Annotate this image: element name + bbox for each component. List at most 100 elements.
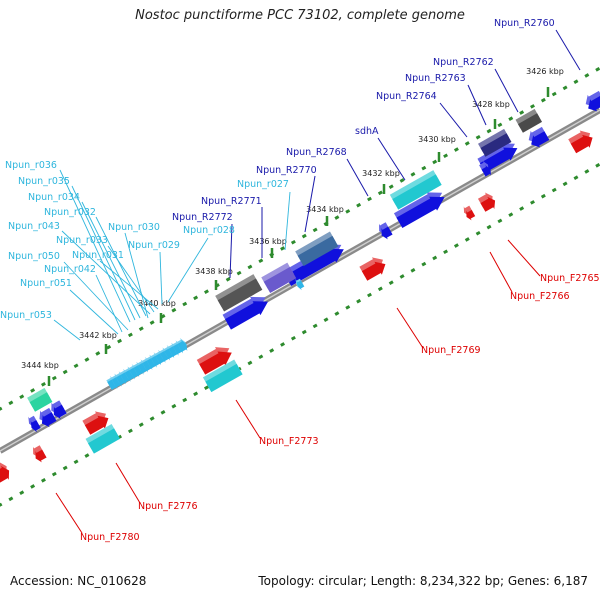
upper-tick-mark (421, 165, 427, 171)
lower-tick-mark (464, 237, 470, 242)
leader-line (467, 84, 487, 126)
lower-tick-mark (138, 422, 144, 427)
blue-cds-feature[interactable] (525, 125, 550, 150)
upper-tick-mark (247, 264, 253, 270)
upper-tick-mark (486, 128, 492, 134)
lower-tick-mark (290, 335, 296, 341)
red-cds-feature-top (463, 205, 473, 217)
rna-feature[interactable] (175, 337, 189, 354)
upper-tick-mark (584, 73, 590, 78)
blue-cds-feature[interactable] (48, 399, 68, 421)
lower-tick-mark (443, 249, 449, 255)
scale-label: 3428 kbp (472, 100, 510, 109)
red-cds-feature[interactable] (196, 341, 236, 376)
label-reverse: Npun_R2763 (405, 73, 466, 84)
leader-line (284, 191, 291, 251)
scale-label: 3444 kbp (21, 361, 59, 370)
upper-tick-mark (280, 246, 286, 251)
blue-cds-feature[interactable] (476, 137, 521, 174)
lower-tick-mark (193, 391, 199, 397)
lower-tick-mark (540, 193, 546, 199)
lower-tick-mark (204, 385, 209, 390)
lower-tick-mark (0, 502, 3, 507)
blue-cds-feature-body (479, 147, 518, 173)
red-cds-feature[interactable] (358, 253, 389, 282)
scale-label: 3440 kbp (138, 299, 176, 308)
gray-feature[interactable] (215, 274, 263, 312)
red-cds-feature[interactable] (461, 204, 476, 222)
label-forward: Npun_F2769 (421, 345, 481, 356)
cyan-feature[interactable] (202, 359, 243, 393)
upper-tick-mark (117, 338, 123, 344)
red-cds-feature[interactable] (81, 407, 112, 436)
leader-line (95, 216, 147, 317)
lower-tick-mark (149, 416, 155, 421)
label-reverse: Npun_R2768 (286, 147, 347, 158)
cyan-feature[interactable] (389, 170, 442, 210)
cyan-feature[interactable] (85, 424, 121, 454)
red-cds-feature[interactable] (567, 127, 596, 155)
lower-tick-mark (377, 286, 383, 292)
scale-label: 3442 kbp (79, 331, 117, 340)
blue-cds-feature[interactable] (36, 406, 58, 429)
cyan-feature-body (87, 428, 121, 454)
lower-tick-mark (453, 243, 459, 248)
blue-cds-feature[interactable] (393, 186, 449, 230)
blue-cds-feature[interactable] (582, 89, 600, 114)
upper-tick-mark (171, 307, 177, 313)
blue-cds-feature[interactable] (26, 414, 42, 434)
blue-cds-feature[interactable] (376, 221, 394, 242)
red-cds-feature[interactable] (477, 190, 499, 213)
label-rna: Npun_r053 (0, 310, 52, 321)
teal-feature[interactable] (27, 387, 53, 412)
lower-tick-mark (584, 169, 590, 174)
lower-tick-mark (530, 200, 535, 205)
genome-summary-text: Topology: circular; Length: 8,234,322 bp… (258, 574, 588, 588)
gene-features (0, 89, 600, 484)
label-rna: Npun_r036 (5, 160, 57, 171)
blue-cds-feature[interactable] (282, 238, 348, 288)
dark-blue-feature-body (480, 133, 512, 157)
label-rna: Npun_r050 (8, 251, 60, 262)
upper-tick-mark (551, 91, 557, 97)
lower-tick-mark (30, 484, 36, 489)
upper-tick-mark (519, 110, 525, 115)
gray-feature-body (217, 278, 263, 312)
cyan-feature-body (392, 174, 442, 210)
steel-feature[interactable] (295, 231, 339, 267)
red-cds-feature[interactable] (0, 459, 13, 484)
lower-tick-mark (551, 187, 557, 193)
red-cds-feature-body (199, 351, 232, 375)
upper-tick-mark (334, 215, 340, 220)
blue-cds-feature[interactable] (478, 159, 493, 178)
rna-feature[interactable] (294, 277, 306, 291)
scale-label: 3436 kbp (249, 237, 287, 246)
label-forward: Npun_F2780 (80, 532, 140, 543)
blue-cds-feature[interactable] (222, 290, 272, 331)
cyan-feature-body (205, 363, 243, 393)
label-forward: Npun_F2766 (510, 291, 570, 302)
label-rna: Npun_r030 (108, 222, 160, 233)
map-title: Nostoc punctiforme PCC 73102, complete g… (135, 8, 465, 23)
blue-cds-feature-body (41, 412, 57, 428)
upper-tick-mark (562, 85, 568, 91)
upper-tick-mark (432, 159, 438, 165)
label-rna: Npun_r029 (128, 240, 180, 251)
upper-tick-mark (149, 320, 155, 325)
dark-blue-feature[interactable] (478, 128, 512, 157)
scale-label: 3432 kbp (362, 169, 400, 178)
leader-line (81, 201, 141, 319)
lower-tick-mark (486, 224, 492, 230)
lower-tick-mark (497, 218, 503, 224)
leader-line (396, 307, 424, 349)
red-cds-feature[interactable] (30, 444, 48, 465)
gray-feature[interactable] (515, 108, 543, 133)
label-rna: Npun_r031 (72, 250, 124, 261)
label-rna: Npun_r034 (28, 192, 80, 203)
purple-feature[interactable] (261, 262, 297, 294)
leader-line (124, 232, 149, 319)
blue-cds-feature-body (396, 196, 445, 229)
blue-cds-feature-body (381, 226, 393, 240)
leader-line (229, 223, 233, 279)
